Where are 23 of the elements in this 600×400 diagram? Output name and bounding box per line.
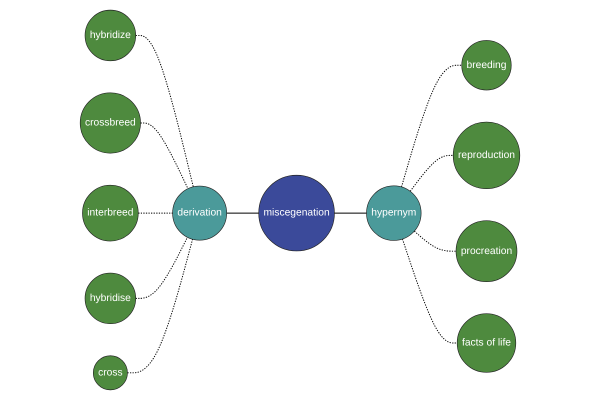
connector xyxy=(126,238,194,374)
connector xyxy=(140,122,188,190)
node-circle: reproduction xyxy=(452,122,520,189)
connector xyxy=(135,34,194,188)
node-circle: derivation xyxy=(172,186,227,240)
node-circle: breeding xyxy=(461,40,512,90)
connector xyxy=(410,154,454,192)
node-circle: cross xyxy=(93,355,128,390)
node-circle: miscegenation xyxy=(258,174,335,252)
node-circle: procreation xyxy=(456,220,518,282)
connector xyxy=(138,212,174,214)
connector xyxy=(414,230,457,252)
connector xyxy=(135,236,188,299)
node-circle: hybridise xyxy=(84,272,136,324)
connector xyxy=(226,212,260,214)
node-circle: crossbreed xyxy=(80,92,141,154)
node-circle: facts of life xyxy=(456,313,516,373)
connector xyxy=(401,64,462,188)
connector xyxy=(402,238,458,344)
node-circle: hypernym xyxy=(366,185,422,241)
node-circle: hybridize xyxy=(84,10,136,62)
node-circle: interbreed xyxy=(82,184,139,242)
connector xyxy=(334,212,367,214)
